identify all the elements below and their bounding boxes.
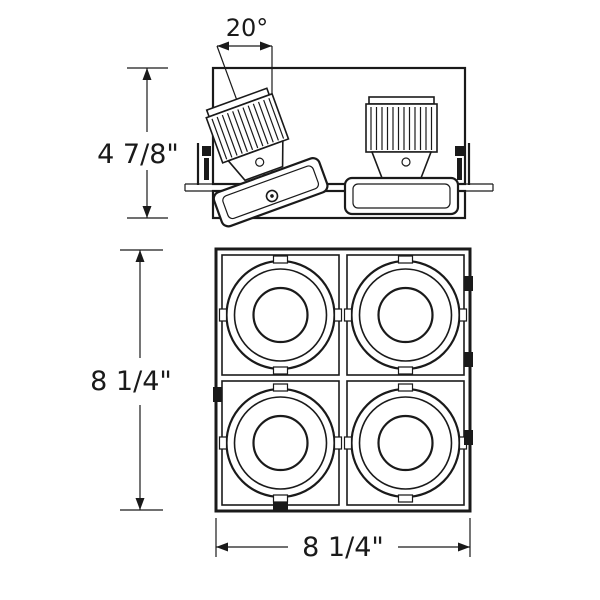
lamp-aperture-ring	[233, 268, 328, 362]
lamp-lens	[377, 286, 434, 344]
pivot-dot	[270, 194, 274, 198]
lamp-lens	[252, 286, 309, 344]
height-dimension-bottom: 8 1/4"	[90, 249, 172, 511]
frame-outline	[214, 247, 472, 513]
trim-box	[211, 189, 467, 220]
heatsink-fins	[370, 107, 433, 150]
bracket-tab	[455, 146, 464, 156]
arrowhead-up	[135, 250, 145, 262]
angle-label: 20°	[226, 14, 269, 42]
lamp-lens	[252, 414, 309, 472]
aperture-clips	[218, 255, 343, 375]
width-dimension-bottom: 8 1/4"	[215, 518, 471, 563]
mounting-bracket-left	[196, 143, 211, 185]
gimbal-ring-inner	[352, 183, 451, 209]
trim-cell-bottom-left	[218, 380, 343, 506]
arrowhead-up	[142, 68, 152, 80]
trim-cell-bottom-right	[343, 380, 468, 506]
arrowhead-down	[135, 498, 145, 510]
trim-cell-top-left	[218, 254, 343, 376]
cell-frame	[346, 380, 465, 506]
lamp-aperture-ring	[358, 396, 453, 490]
lamp-head-vertical	[343, 96, 460, 216]
extension-ticks	[215, 518, 471, 557]
lamp-head-tilted	[205, 87, 329, 228]
bottom-height-label: 8 1/4"	[90, 366, 172, 397]
lamp-aperture-ring	[358, 268, 453, 362]
arrowhead-left	[216, 542, 228, 552]
heatsink-body	[365, 103, 438, 153]
aperture-clips	[343, 255, 468, 375]
arrowhead-right	[260, 41, 272, 51]
head-neck	[370, 151, 433, 179]
bracket-bar	[457, 158, 462, 180]
lamp-aperture-outer	[225, 259, 336, 371]
gimbal-ring-inner	[222, 165, 320, 220]
lamp-aperture-outer	[350, 259, 461, 371]
side-view: 20°	[97, 14, 494, 228]
head-top-plate	[368, 96, 435, 105]
mounting-bracket-right	[455, 143, 471, 185]
cell-frame	[221, 254, 340, 376]
gimbal-ring-outer	[343, 176, 460, 216]
height-dimension-side: 4 7/8"	[97, 67, 179, 219]
bottom-width-label: 8 1/4"	[302, 532, 384, 563]
adjust-knob	[255, 157, 265, 167]
frame-clip	[464, 430, 473, 445]
aperture-clips	[343, 383, 468, 503]
frame-clip	[213, 387, 222, 402]
lamp-aperture-outer	[225, 387, 336, 499]
lamp-aperture-ring	[233, 396, 328, 490]
lamp-aperture-outer	[350, 387, 461, 499]
arrowhead-left	[217, 41, 229, 51]
frame-clip	[464, 276, 473, 291]
arrowhead-down	[142, 206, 152, 218]
frame-clip	[464, 352, 473, 367]
side-height-label: 4 7/8"	[97, 139, 179, 170]
extension-ticks	[120, 249, 163, 511]
frame-clip	[273, 502, 288, 511]
cell-frame	[346, 254, 465, 376]
bracket-tab	[202, 146, 211, 156]
cell-frame	[221, 380, 340, 506]
lamp-lens	[377, 414, 434, 472]
trim-cell-top-right	[343, 254, 468, 376]
bottom-view: 8 1/4" 8 1/4"	[90, 247, 473, 563]
adjust-knob	[401, 157, 411, 167]
bracket-bar	[204, 158, 209, 180]
heatsink-fins	[211, 97, 285, 160]
frame-clips	[213, 276, 473, 511]
aperture-clips	[218, 383, 343, 503]
arrowhead-right	[458, 542, 470, 552]
